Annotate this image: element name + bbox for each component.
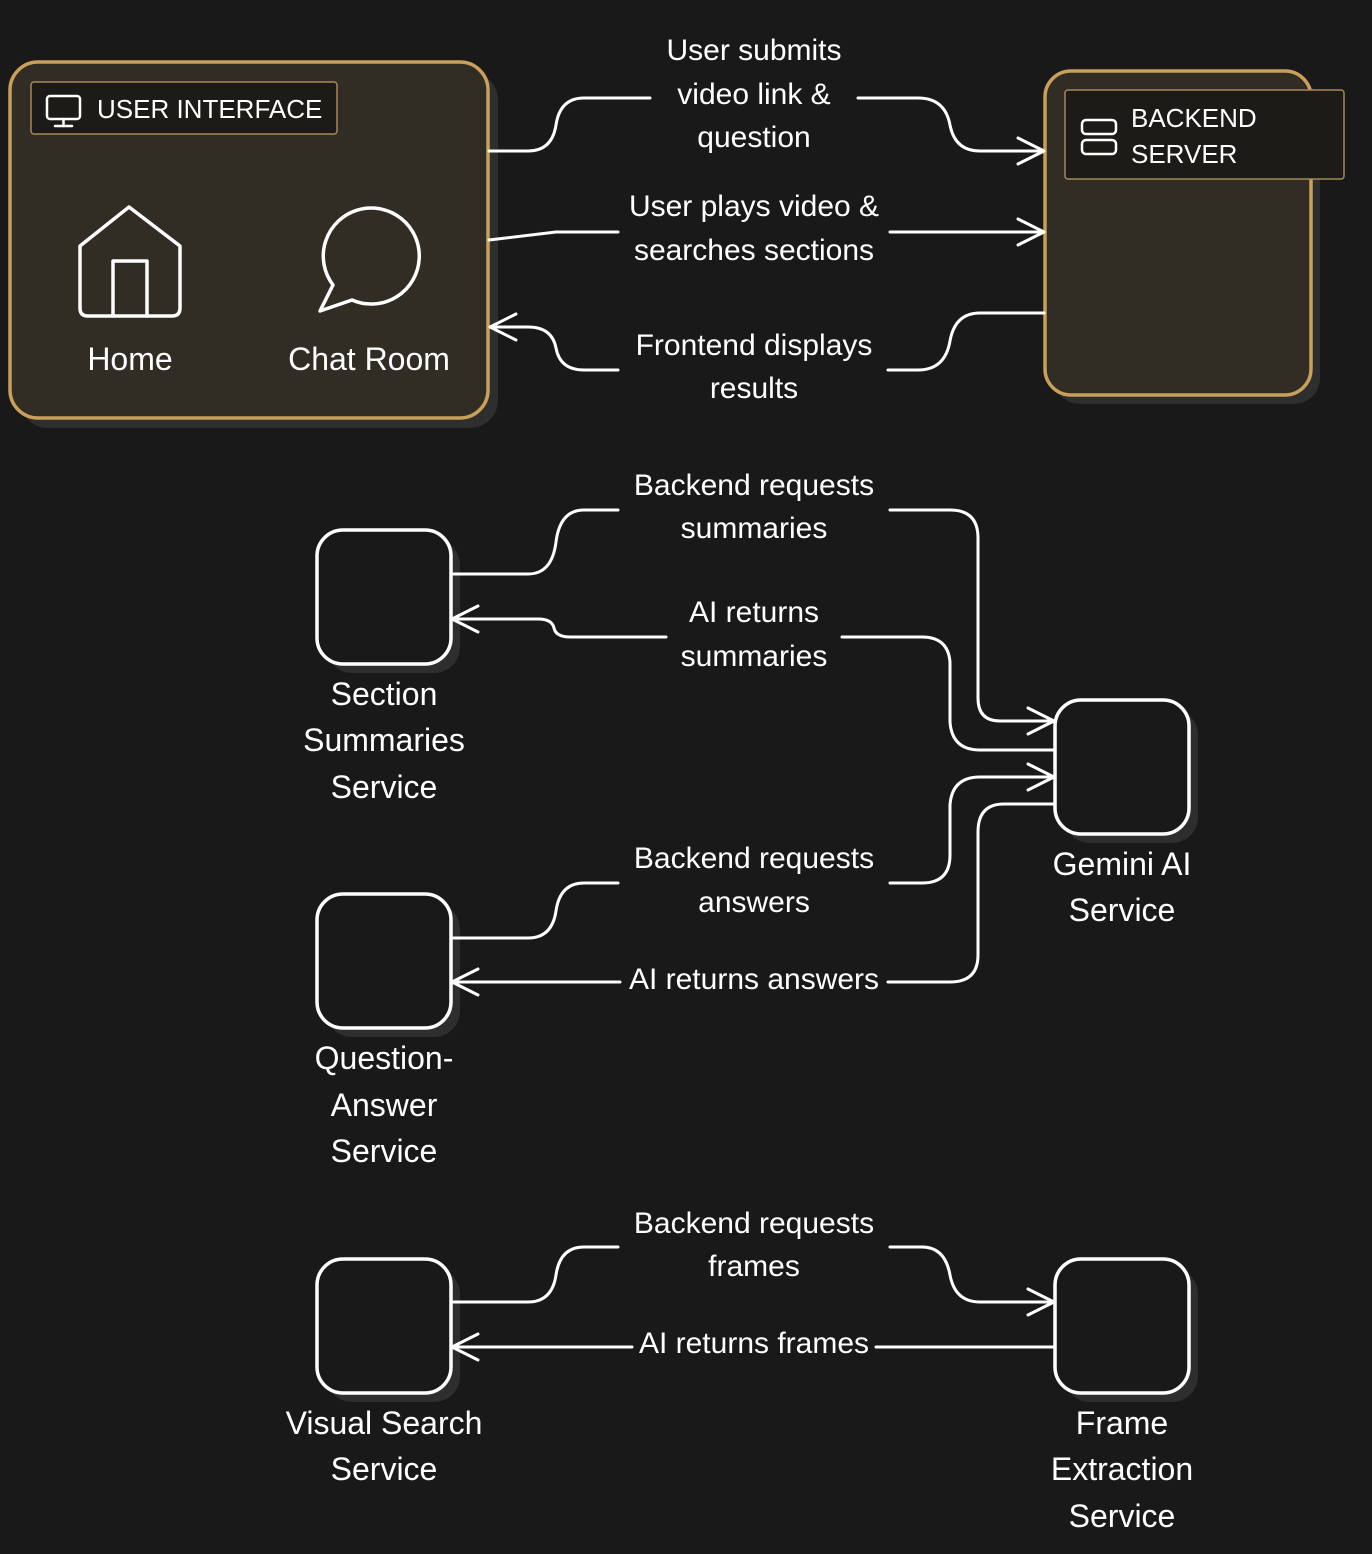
edge-request-frames-label-1: Backend requests: [634, 1207, 874, 1240]
edge-request-summaries-label-1: Backend requests: [634, 469, 874, 502]
edge-submit-label-1: User submits: [666, 34, 841, 67]
backend-title-box: [1064, 89, 1345, 180]
frame-extraction-label-1: Frame: [1076, 1405, 1168, 1441]
visual-search-label-2: Service: [331, 1451, 438, 1487]
edge-return-frames: AI returns frames: [450, 1327, 1056, 1362]
gemini-label-1: Gemini AI: [1053, 846, 1192, 882]
edge-request-answers: Backend requests answers: [450, 762, 1056, 940]
backend-server-group[interactable]: BACKEND SERVER: [1043, 69, 1345, 404]
edge-request-answers-label-2: answers: [698, 886, 810, 919]
question-answer-label-1: Question-: [315, 1040, 454, 1076]
edge-submit: User submits video link & question: [487, 34, 1046, 166]
edge-displays-label-1: Frontend displays: [636, 329, 873, 362]
backend-title-line2: SERVER: [1131, 139, 1237, 169]
edge-plays-label-1: User plays video &: [629, 190, 879, 223]
section-summaries-label-2: Summaries: [303, 722, 465, 758]
edge-return-summaries-label-1: AI returns: [689, 596, 819, 629]
gemini-label-2: Service: [1069, 892, 1176, 928]
question-answer-node[interactable]: Question- Answer Service: [315, 892, 460, 1169]
edge-request-summaries: Backend requests summaries: [450, 469, 1056, 736]
home-icon: [78, 205, 182, 318]
edge-request-frames: Backend requests frames: [450, 1207, 1056, 1317]
edge-displays: Frontend displays results: [488, 311, 1046, 405]
edge-return-summaries-label-2: summaries: [681, 640, 828, 673]
home-label: Home: [87, 341, 172, 377]
home-node[interactable]: Home: [78, 205, 182, 377]
edge-request-frames-label-2: frames: [708, 1250, 800, 1283]
edge-return-summaries: AI returns summaries: [450, 596, 1056, 752]
edge-submit-label-3: question: [697, 121, 810, 154]
frame-extraction-label-2: Extraction: [1051, 1451, 1193, 1487]
frame-extraction-node[interactable]: Frame Extraction Service: [1051, 1257, 1198, 1534]
chat-bubble-icon: [318, 206, 421, 313]
edge-submit-label-2: video link &: [677, 78, 830, 111]
backend-title-line1: BACKEND: [1131, 103, 1257, 133]
question-answer-label-2: Answer: [331, 1087, 438, 1123]
user-interface-title-box: [30, 81, 338, 135]
edge-plays: User plays video & searches sections: [487, 190, 1046, 267]
gemini-ai-node[interactable]: Gemini AI Service: [1053, 698, 1198, 928]
edge-request-answers-label-1: Backend requests: [634, 842, 874, 875]
visual-search-node[interactable]: Visual Search Service: [286, 1257, 483, 1487]
edge-return-answers: AI returns answers: [450, 802, 1056, 997]
edge-request-summaries-label-2: summaries: [681, 512, 828, 545]
chat-room-label: Chat Room: [288, 341, 450, 377]
edge-return-frames-label: AI returns frames: [639, 1327, 869, 1360]
monitor-icon: [45, 94, 82, 128]
server-icon: [1080, 118, 1118, 156]
user-interface-group[interactable]: USER INTERFACE Home Chat Room: [8, 60, 498, 428]
visual-search-label-1: Visual Search: [286, 1405, 483, 1441]
edge-plays-label-2: searches sections: [634, 234, 874, 267]
frame-extraction-label-3: Service: [1069, 1498, 1176, 1534]
section-summaries-node[interactable]: Section Summaries Service: [303, 528, 465, 805]
section-summaries-label-3: Service: [331, 769, 438, 805]
edge-displays-label-2: results: [710, 372, 798, 405]
section-summaries-label-1: Section: [331, 676, 438, 712]
user-interface-title: USER INTERFACE: [97, 94, 322, 124]
edge-return-answers-label: AI returns answers: [629, 963, 879, 996]
question-answer-label-3: Service: [331, 1133, 438, 1169]
chat-room-node[interactable]: Chat Room: [288, 206, 450, 377]
